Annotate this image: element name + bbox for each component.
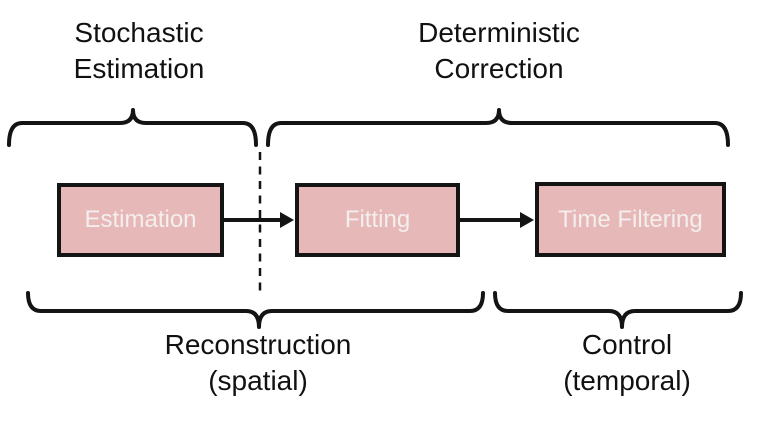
label-line: Stochastic (74, 17, 204, 48)
label-line: Deterministic (418, 17, 580, 48)
label-line: Reconstruction (164, 329, 352, 360)
label-control-temporal: Control (temporal) (507, 327, 747, 399)
label-reconstruction-spatial: Reconstruction (spatial) (138, 327, 378, 399)
brace-top-deterministic-correction (266, 108, 730, 147)
label-line: Estimation (73, 53, 205, 84)
label-line: Control (581, 329, 673, 360)
label-deterministic-correction: Deterministic Correction (379, 15, 619, 87)
node-label: Fitting (344, 206, 411, 233)
arrow-fitting-to-time-filtering (460, 212, 534, 228)
arrow-head-icon (520, 212, 534, 228)
node-label: Time Filtering (558, 205, 703, 233)
node-time-filtering: Time Filtering (535, 182, 726, 257)
brace-bottom-control (493, 291, 743, 329)
arrow-estimation-to-fitting (224, 212, 294, 228)
node-fitting: Fitting (295, 183, 460, 257)
arrow-head-icon (280, 212, 294, 228)
brace-top-stochastic-estimation (7, 108, 258, 147)
label-line: (temporal) (563, 365, 691, 396)
node-label: Estimation (84, 206, 197, 233)
label-line: Correction (434, 53, 564, 84)
label-stochastic-estimation: Stochastic Estimation (19, 15, 259, 87)
node-estimation: Estimation (57, 183, 224, 257)
label-line: (spatial) (208, 365, 308, 396)
brace-bottom-reconstruction (26, 291, 485, 329)
